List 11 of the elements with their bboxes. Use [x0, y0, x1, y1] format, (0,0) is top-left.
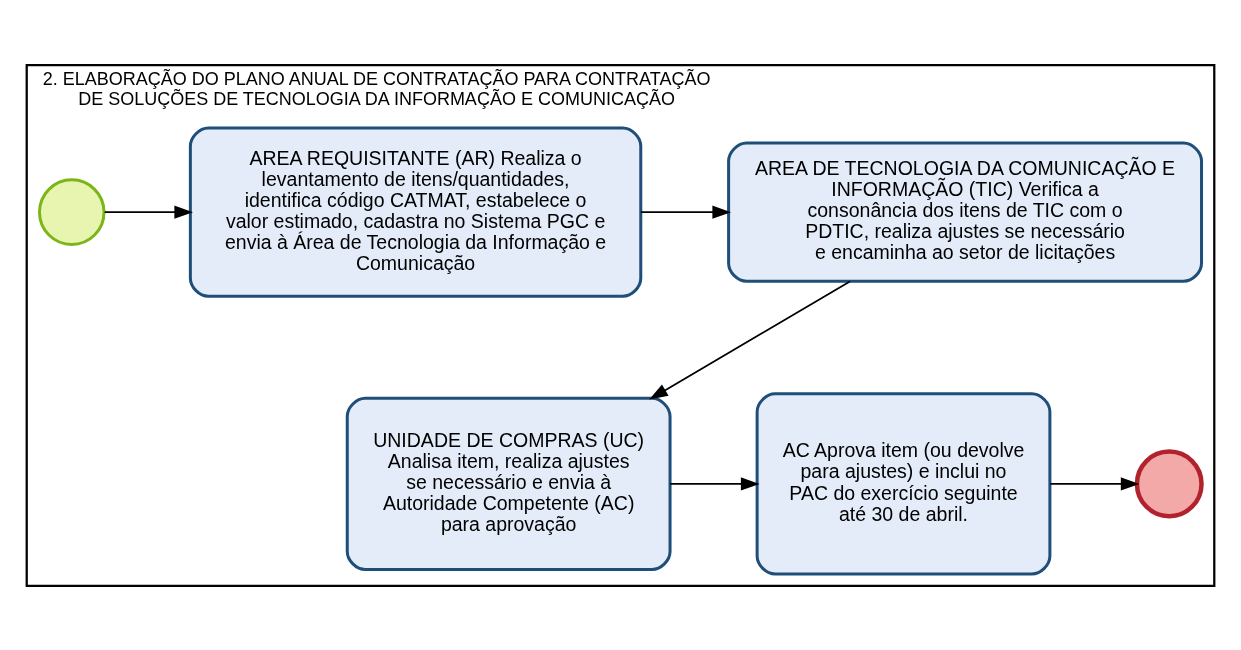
- arrow: [669, 476, 760, 490]
- arrow: [640, 205, 732, 219]
- node-box: AC Aprova item (ou devolve para ajustes) e inclui no PAC do exercício seguinte até 30 de abril.: [755, 391, 1052, 575]
- arrow: [649, 280, 851, 400]
- node-circle: [38, 177, 106, 246]
- arrow: [103, 205, 193, 219]
- node-box: AREA REQUISITANTE (AR) Realiza o levantamento de itens/quantidades, identifica código CATMAT, estabelece o valor estimado, cadastra no Sistema PGC e envia à Área de Tecnologia da Informação e Comunicação: [188, 126, 643, 298]
- node-box: AREA DE TECNOLOGIA DA COMUNICAÇÃO E INFORMAÇÃO (TIC) Verifica a consonância dos itens de TIC com o PDTIC, realiza ajustes se necessário e encaminha ao setor de licitações: [727, 141, 1203, 283]
- node-circle: [1134, 448, 1204, 518]
- node-box: UNIDADE DE COMPRAS (UC) Analisa item, realiza ajustes se necessário e envia à Autoridade Competente (AC) para aprovação: [345, 396, 672, 571]
- arrow: [1049, 476, 1140, 490]
